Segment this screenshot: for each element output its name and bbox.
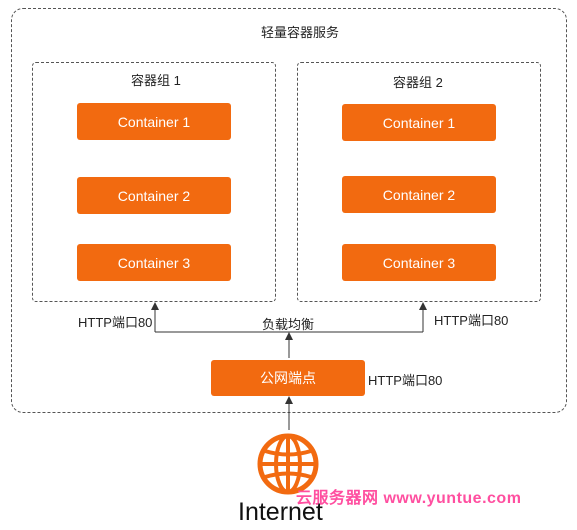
service-title: 轻量容器服务: [261, 25, 340, 40]
port-label-left: HTTP端口80: [78, 315, 153, 330]
group-2-container-2: Container 2: [342, 176, 496, 213]
load-balancer-label: 负载均衡: [262, 317, 315, 332]
watermark: 云服务器网 www.yuntue.com: [296, 490, 522, 507]
group-1-container-1: Container 1: [77, 103, 231, 140]
container-group-2-title: 容器组 2: [393, 75, 443, 90]
globe-icon: [257, 433, 319, 495]
group-2-container-3: Container 3: [342, 244, 496, 281]
group-2-container-1: Container 1: [342, 104, 496, 141]
container-group-1-title: 容器组 1: [131, 73, 181, 88]
internet-label: Internet: [238, 498, 323, 526]
group-1-container-3: Container 3: [77, 244, 231, 281]
container-group-1: [32, 62, 276, 302]
port-label-endpoint: HTTP端口80: [368, 373, 443, 388]
group-1-container-2: Container 2: [77, 177, 231, 214]
public-endpoint: 公网端点: [211, 360, 365, 396]
port-label-right: HTTP端口80: [434, 313, 509, 328]
container-group-2: [297, 62, 541, 302]
